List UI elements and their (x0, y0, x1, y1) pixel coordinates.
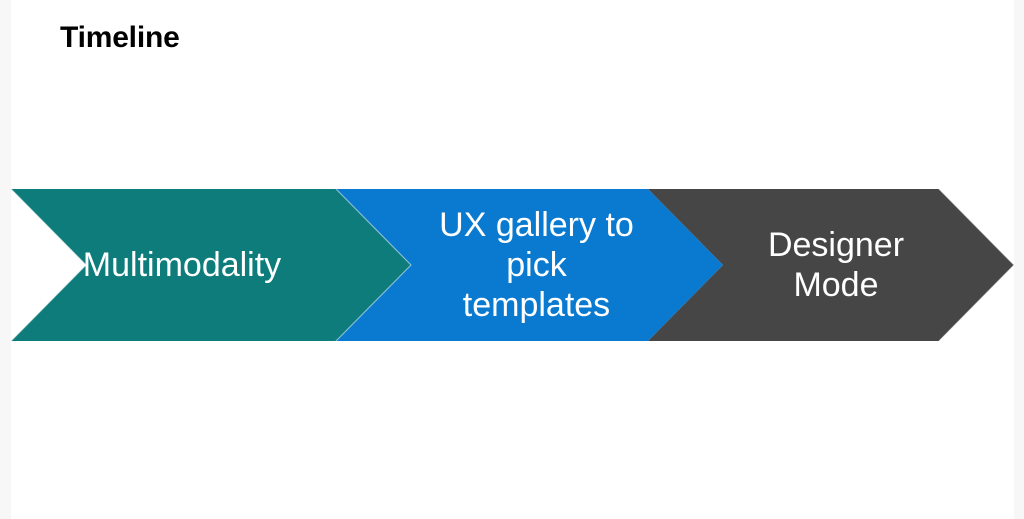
timeline-step-3-label: Designer Mode (767, 226, 905, 304)
timeline-chevron-band: Multimodality UX gallery to pick templat… (11, 189, 1014, 341)
timeline-step-2-label: UX gallery to pick templates (439, 206, 634, 324)
timeline-step-2[interactable]: UX gallery to pick templates (336, 189, 723, 341)
slide-canvas: Timeline Multimodality UX gallery to pic… (11, 0, 1014, 519)
timeline-step-1[interactable]: Multimodality (11, 189, 411, 341)
page-title: Timeline (60, 21, 180, 54)
timeline-step-1-label: Multimodality (82, 246, 282, 284)
